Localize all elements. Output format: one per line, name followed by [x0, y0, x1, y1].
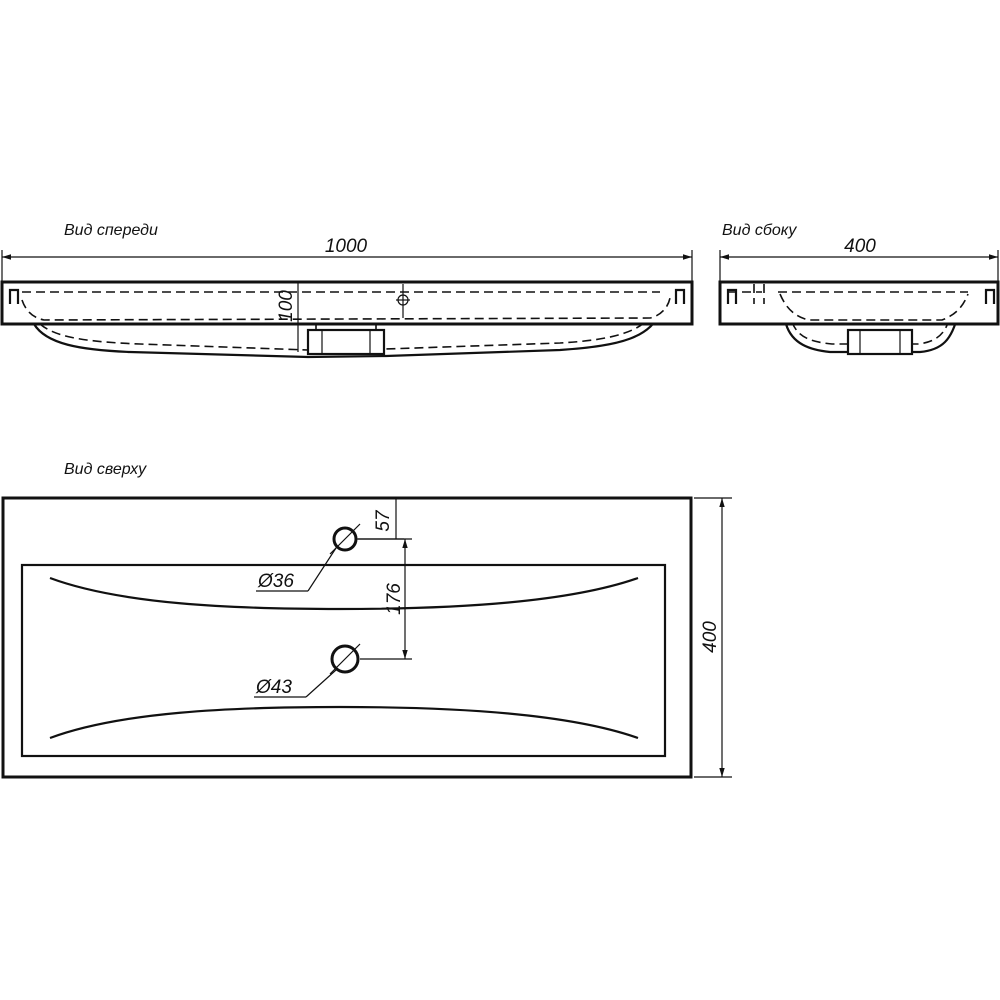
top-view-title: Вид сверху	[64, 461, 147, 478]
top-tap-hole-diameter-label: Ø36	[257, 571, 294, 592]
front-slab-right-recess	[674, 288, 686, 304]
top-drain-hole	[329, 643, 361, 675]
side-view: Вид сбоку 400	[718, 222, 1000, 356]
front-width-dimension: 1000	[1, 236, 693, 282]
top-depth-dimension: 400	[694, 497, 732, 778]
side-slab-right-recess	[984, 288, 996, 304]
top-drain-hole-diameter-label: Ø43	[255, 677, 292, 698]
front-slab-left-recess	[8, 288, 20, 304]
front-drain	[306, 324, 386, 356]
side-view-title: Вид сбоку	[722, 222, 797, 239]
front-tap-hole-mark	[396, 284, 410, 318]
top-hole-spacing-dimension: 176	[358, 538, 412, 660]
front-bowl-outline	[33, 307, 664, 359]
side-slab	[718, 280, 1000, 326]
top-bowl-curve-upper	[49, 576, 639, 611]
front-slab	[0, 280, 694, 326]
top-tap-hole-diameter-callout: Ø36	[256, 547, 337, 592]
front-height-dimension: 100	[276, 282, 299, 352]
side-slab-hidden-curve	[779, 293, 969, 321]
front-view-title: Вид спереди	[64, 222, 158, 239]
top-drain-hole-diameter-callout: Ø43	[254, 669, 337, 698]
top-basin-outline	[20, 563, 667, 758]
side-drain	[846, 328, 914, 356]
front-width-label: 1000	[325, 236, 368, 257]
side-depth-label: 400	[844, 236, 876, 257]
side-tap-hole-hidden	[753, 284, 765, 304]
top-hole-spacing-label: 176	[384, 583, 405, 615]
front-height-label: 100	[276, 290, 297, 322]
side-depth-dimension: 400	[719, 236, 999, 282]
top-view: Вид сверху 57 176	[1, 461, 732, 779]
top-tap-offset-dimension: 57	[355, 498, 404, 540]
top-depth-label: 400	[700, 621, 721, 653]
top-bowl-curve-lower	[49, 705, 639, 740]
side-slab-left-recess	[726, 288, 738, 304]
front-view: Вид спереди 1000	[0, 222, 694, 359]
top-tap-offset-label: 57	[373, 509, 394, 532]
top-slab-outline	[1, 496, 693, 779]
